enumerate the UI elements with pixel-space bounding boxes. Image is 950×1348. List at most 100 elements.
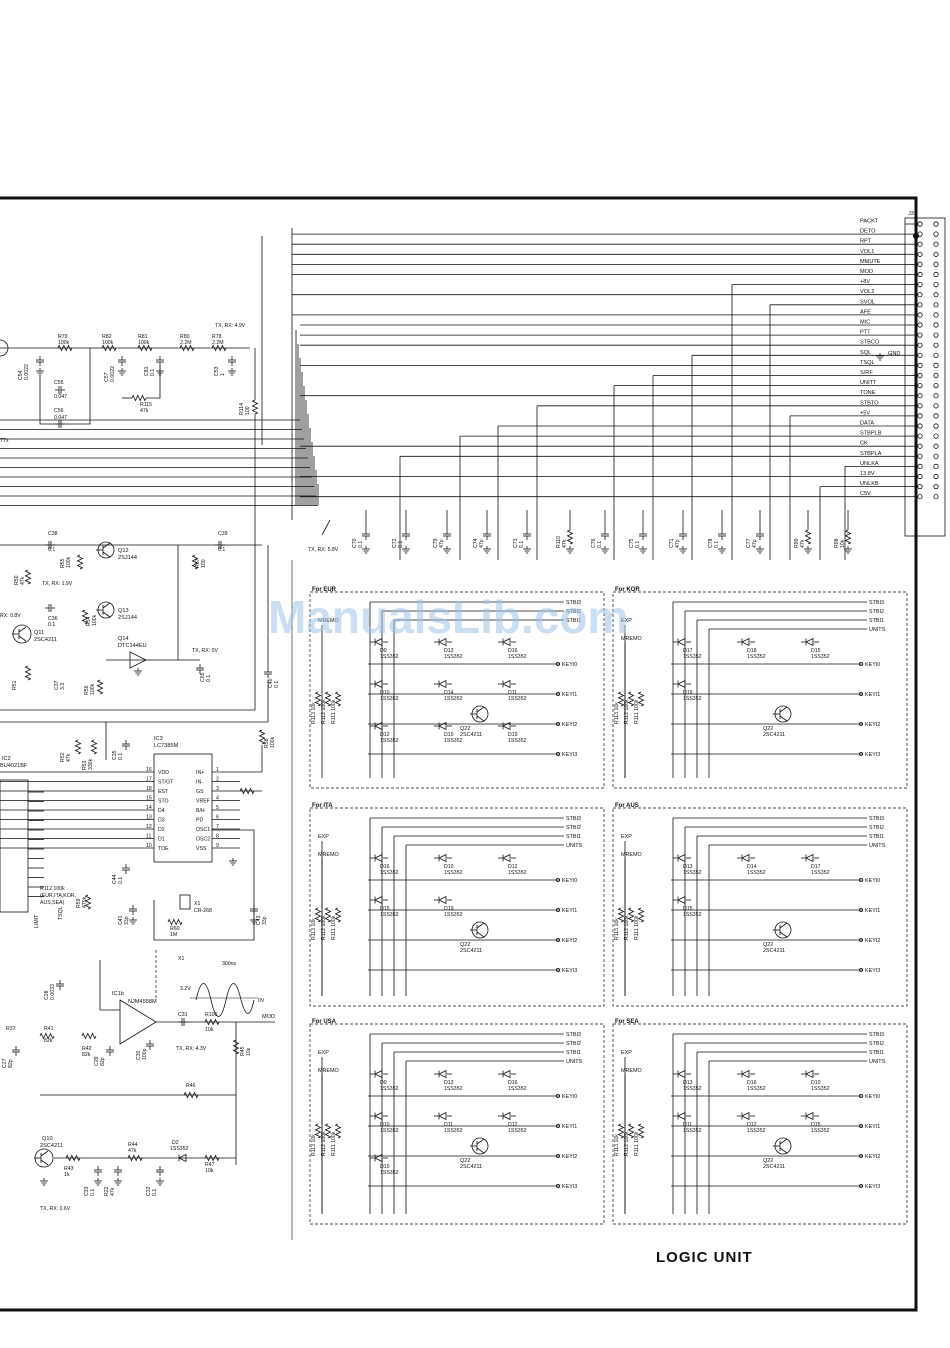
resistor-symbol: [258, 729, 266, 745]
diode-part: 1SS352: [811, 654, 830, 660]
part-value-label: 0.1: [635, 541, 641, 548]
key-terminal: [859, 968, 864, 973]
wire: [476, 706, 485, 713]
wire: [805, 637, 814, 647]
region-transistor-ref: Q22: [460, 726, 470, 732]
signal-label: MREMO: [318, 852, 339, 858]
ic3-pin-number: 7: [216, 824, 219, 830]
part-value-label: 82p: [100, 1057, 106, 1066]
waveform-amplitude: 3.2V: [180, 986, 191, 992]
resistor-symbol: [84, 894, 92, 910]
ic3-pin-number: 9: [216, 843, 219, 849]
connector-pin-label: STBPLA: [860, 451, 882, 457]
resistor-symbol: [81, 609, 89, 625]
ic3-pin-number: 4: [216, 796, 219, 802]
ic2-part: BU4021BF: [0, 763, 28, 769]
key-label: KEYI0: [865, 662, 880, 668]
key-terminal: [859, 878, 864, 883]
region-transistor-part: 2SC4211: [460, 1164, 482, 1170]
diode-ref: D15: [380, 1164, 390, 1170]
region-resistor-label: R113 10k: [311, 702, 317, 724]
connector-pin: [917, 382, 923, 389]
ic3-pin-label: VREF: [196, 799, 210, 805]
part-value-label: 100k: [102, 340, 114, 346]
diode-symbol: [178, 1153, 187, 1163]
region-resistor-label: R113 10k: [614, 918, 620, 940]
region-transistor: [773, 1137, 792, 1155]
tsql-label: TSQL: [58, 906, 64, 920]
wire: [476, 1138, 485, 1145]
wire: [779, 715, 788, 722]
diode-part: 1SS352: [683, 912, 702, 918]
stb-label: STBI1: [566, 834, 581, 840]
key-terminal: [556, 878, 561, 883]
key-label: KEYI3: [562, 968, 577, 974]
connector-pin: [917, 463, 923, 469]
logic-unit-title: LOGIC UNIT: [656, 1249, 753, 1266]
wire: [321, 519, 331, 536]
diode-symbol: [741, 1111, 750, 1121]
diode-part: 1SS352: [444, 696, 463, 702]
signal-label: EXP: [621, 618, 632, 624]
diode-symbol: [502, 1069, 511, 1079]
stb-label: STBI3: [869, 816, 884, 822]
key-terminal: [859, 908, 864, 913]
resistor-symbol: [637, 691, 645, 707]
diode-symbol: [677, 637, 686, 647]
capacitor-symbol: [45, 604, 55, 612]
connector-pin-label: +5V: [860, 410, 870, 416]
ic3-pin-number: 10: [146, 843, 152, 849]
diode-ref: D13: [444, 648, 454, 654]
connector-pin-label: MMUTE: [860, 259, 881, 265]
connector-pin-label: PTT: [860, 330, 871, 336]
connector-pin-label: UNLKB: [860, 481, 879, 487]
q11-part: 2SC4211: [34, 637, 57, 643]
part-ref-label: C31: [178, 1012, 188, 1018]
key-label: KEYI2: [562, 1154, 577, 1160]
resistor-symbol: [96, 679, 104, 695]
key-terminal: [859, 938, 864, 943]
connector-pin: [933, 473, 939, 480]
q13-transistor: [96, 601, 115, 619]
region-resistor-label: R112 100k: [321, 1131, 327, 1156]
q13-ref: Q13: [118, 608, 129, 614]
connector-pin: [933, 292, 939, 298]
wire: [438, 853, 447, 863]
part-ref-label: C75: [629, 538, 635, 548]
connector-pin: [933, 251, 939, 257]
resistor-symbol: [251, 399, 259, 415]
wire: [438, 637, 447, 647]
region-transistor-ref: Q22: [763, 1158, 773, 1164]
part-value-label: 82p: [8, 1059, 14, 1068]
ic2-ref: IC2: [2, 756, 11, 762]
resistor-symbol: [24, 665, 32, 681]
diode-symbol: [374, 1111, 383, 1121]
region-transistor-ref: Q22: [763, 942, 773, 948]
ground-symbol: [566, 546, 574, 554]
part-ref-label: C33: [84, 1186, 90, 1196]
part-value-label: 100k: [90, 683, 96, 695]
q10-transistor: [34, 1148, 54, 1168]
capacitor-symbol: [264, 668, 272, 678]
diode-part: 1SS352: [380, 738, 399, 744]
wire: [476, 715, 485, 722]
diode-part: 1SS352: [444, 1128, 463, 1134]
region-box: [309, 1023, 605, 1225]
part-ref-label: R47: [205, 1162, 215, 1168]
resistor-symbol: [191, 554, 199, 570]
connector-pin: [917, 423, 923, 429]
part-ref-label: C27: [2, 1058, 8, 1068]
connector-pin: [933, 443, 939, 449]
region-box: [612, 1023, 908, 1225]
wire: [438, 679, 447, 689]
resistor-symbol: [314, 691, 322, 707]
part-value-label: 330k: [88, 758, 94, 770]
stb-label: UNITS: [869, 627, 886, 633]
diode-symbol: [502, 637, 511, 647]
ic3-pin-number: 5: [216, 805, 219, 811]
diode-ref: D18: [747, 648, 757, 654]
q11-ref: Q11: [34, 630, 44, 636]
part-ref-label: R59: [76, 898, 82, 908]
capacitor-symbol: [129, 905, 137, 915]
